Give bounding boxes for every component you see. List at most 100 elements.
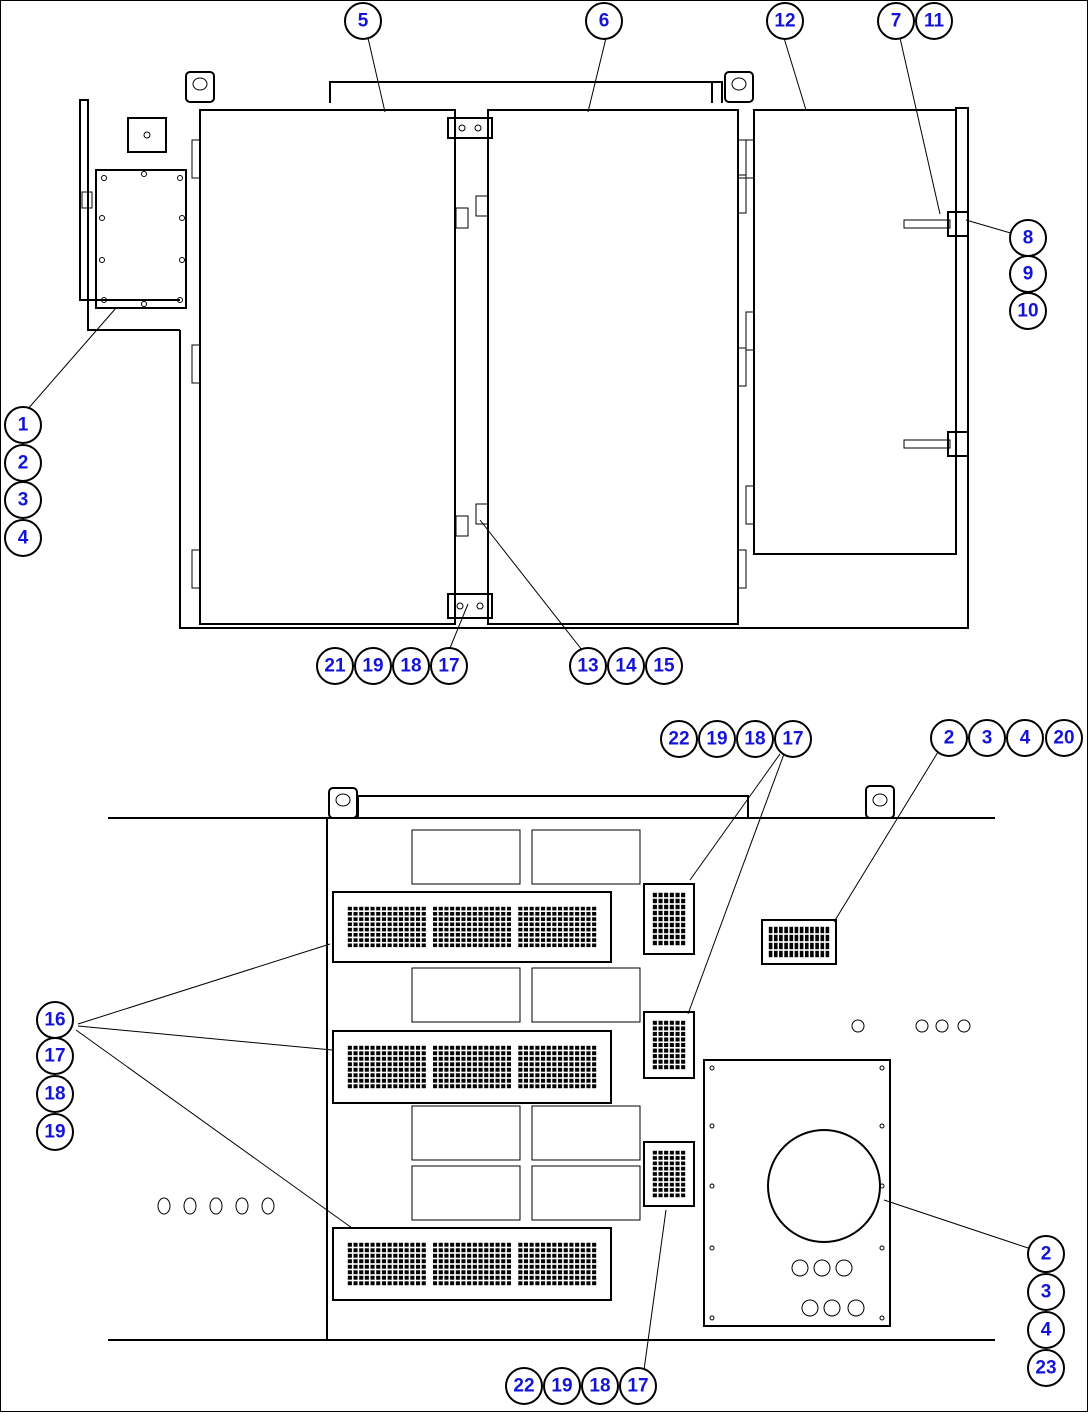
callout-bubble: 19 [354,647,392,685]
lifting-eye [328,787,358,819]
callout-bubble: 8 [1009,219,1047,257]
svg-text:2: 2 [944,728,955,749]
callout-bubbles: 5 6 12 7 11 8 9 10 1 2 3 4 21 19 18 17 1… [4,2,1083,1405]
callout-bubble: 3 [968,719,1006,757]
small-grille [643,1141,695,1207]
callout-bubble: 4 [4,519,42,557]
callout-bubble: 7 [877,2,915,40]
svg-text:17: 17 [782,729,803,750]
callout-bubble: 19 [36,1113,74,1151]
callout-bubble: 5 [344,2,382,40]
svg-text:18: 18 [400,656,421,677]
svg-text:21: 21 [324,656,346,677]
svg-text:19: 19 [706,729,727,750]
svg-text:18: 18 [744,729,765,750]
leader-lines-bottom [75,751,1029,1371]
callout-bubble: 17 [619,1367,657,1405]
ventilation-grille [332,1030,612,1104]
svg-text:8: 8 [1023,228,1034,249]
callout-bubble: 22 [660,720,698,758]
svg-text:6: 6 [599,11,610,32]
lifting-eye [185,71,215,103]
svg-text:19: 19 [362,656,383,677]
svg-text:17: 17 [627,1376,648,1397]
callout-bubble: 4 [1006,719,1044,757]
svg-text:23: 23 [1035,1358,1056,1379]
svg-text:19: 19 [551,1376,572,1397]
svg-text:4: 4 [1020,728,1031,749]
side-junction-box [81,117,187,309]
svg-text:10: 10 [1017,301,1038,322]
callout-bubble: 2 [1027,1235,1065,1273]
right-door [745,109,969,555]
callout-bubble: 10 [1009,292,1047,330]
callout-bubble: 2 [4,444,42,482]
callout-bubble: 20 [1045,719,1083,757]
callout-bubble: 17 [36,1037,74,1075]
svg-text:20: 20 [1053,728,1074,749]
svg-text:17: 17 [44,1046,65,1067]
callout-bubble: 15 [645,647,683,685]
callout-bubble: 1 [4,406,42,444]
knockout-holes [157,1019,971,1215]
callout-bubble: 9 [1009,255,1047,293]
svg-text:15: 15 [653,656,675,677]
callout-bubble: 3 [4,481,42,519]
small-grille [761,919,837,965]
svg-text:5: 5 [358,11,369,32]
svg-text:2: 2 [1041,1244,1052,1265]
lifting-eye [865,785,895,819]
callout-bubble: 14 [607,647,645,685]
small-grille [643,883,695,955]
svg-text:19: 19 [44,1122,65,1143]
callout-bubble: 22 [505,1367,543,1405]
svg-text:22: 22 [668,729,689,750]
svg-text:11: 11 [924,11,945,32]
svg-text:22: 22 [513,1376,534,1397]
svg-text:18: 18 [589,1376,610,1397]
svg-text:17: 17 [438,656,459,677]
callout-bubble: 23 [1027,1349,1065,1387]
svg-text:3: 3 [18,490,29,511]
callout-bubble: 6 [585,2,623,40]
module-brackets [411,829,641,1221]
callout-bubble: 3 [1027,1273,1065,1311]
svg-text:4: 4 [18,528,29,549]
callout-bubble: 19 [543,1367,581,1405]
svg-text:14: 14 [615,656,637,677]
callout-bubble: 18 [736,720,774,758]
callout-bubble: 2 [930,719,968,757]
cabinet-panel-view [75,751,1029,1371]
callout-bubble: 16 [36,1001,74,1039]
svg-text:18: 18 [44,1084,65,1105]
svg-text:9: 9 [1023,264,1034,285]
callout-bubble: 18 [392,647,430,685]
callout-bubble: 19 [698,720,736,758]
lifting-eye [724,71,754,103]
center-post [447,117,493,619]
svg-text:2: 2 [18,453,29,474]
center-door [487,109,747,625]
callout-bubble: 12 [766,2,804,40]
cover-plate [703,1059,891,1327]
svg-text:13: 13 [577,656,598,677]
leader-lines-top [19,37,1015,651]
callout-bubble: 4 [1027,1311,1065,1349]
callout-bubble: 17 [774,720,812,758]
svg-text:3: 3 [982,728,993,749]
svg-text:16: 16 [44,1010,65,1031]
ventilation-grille [332,1227,612,1301]
svg-text:7: 7 [891,11,902,32]
callout-bubble: 21 [316,647,354,685]
ventilation-grille [332,891,612,963]
callout-bubble: 17 [430,647,468,685]
svg-text:4: 4 [1041,1320,1052,1341]
cabinet-front-view [19,37,1015,651]
callout-bubble: 18 [581,1367,619,1405]
svg-text:1: 1 [18,415,29,436]
callout-bubble: 13 [569,647,607,685]
small-grille [643,1011,695,1079]
svg-text:12: 12 [774,11,795,32]
